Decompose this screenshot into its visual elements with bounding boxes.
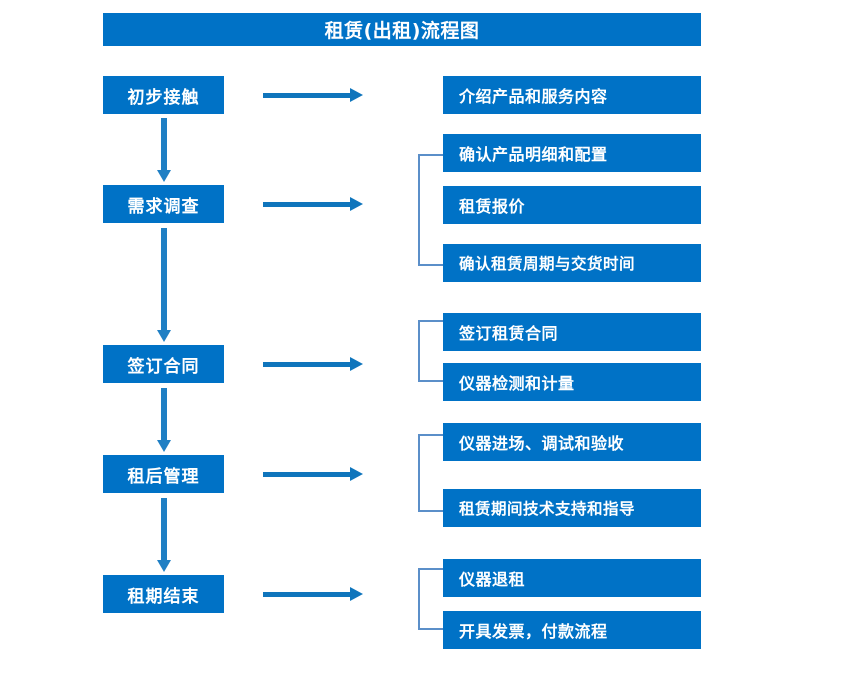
stage-box-5[interactable]: 租期结束	[103, 575, 224, 613]
group-bracket-4	[418, 568, 443, 630]
stage-box-2[interactable]: 需求调查	[103, 185, 224, 223]
arrow-shaft	[161, 388, 167, 440]
detail-box-9[interactable]: 仪器退租	[443, 559, 701, 597]
arrow-head	[350, 467, 363, 481]
horizontal-arrow-3	[263, 357, 363, 371]
horizontal-arrow-5	[263, 587, 363, 601]
arrow-head	[157, 560, 171, 572]
detail-box-10[interactable]: 开具发票，付款流程	[443, 611, 701, 649]
vertical-arrow-2	[157, 228, 171, 342]
detail-box-7[interactable]: 仪器进场、调试和验收	[443, 423, 701, 461]
arrow-head	[350, 197, 363, 211]
group-bracket-2	[418, 320, 443, 382]
page-title: 租赁(出租)流程图	[103, 13, 701, 46]
stage-box-4[interactable]: 租后管理	[103, 455, 224, 493]
horizontal-arrow-4	[263, 467, 363, 481]
horizontal-arrow-1	[263, 88, 363, 102]
group-bracket-3	[418, 434, 443, 512]
arrow-head	[157, 330, 171, 342]
vertical-arrow-1	[157, 118, 171, 182]
horizontal-arrow-2	[263, 197, 363, 211]
arrow-shaft	[263, 472, 351, 477]
detail-box-4[interactable]: 确认租赁周期与交货时间	[443, 244, 701, 282]
arrow-shaft	[161, 498, 167, 560]
arrow-shaft	[263, 93, 351, 98]
detail-box-2[interactable]: 确认产品明细和配置	[443, 134, 701, 172]
arrow-shaft	[161, 228, 167, 330]
detail-box-6[interactable]: 仪器检测和计量	[443, 363, 701, 401]
detail-box-5[interactable]: 签订租赁合同	[443, 313, 701, 351]
detail-box-8[interactable]: 租赁期间技术支持和指导	[443, 489, 701, 527]
group-bracket-1	[418, 154, 443, 266]
vertical-arrow-4	[157, 498, 171, 572]
arrow-shaft	[161, 118, 167, 170]
arrow-head	[350, 88, 363, 102]
arrow-shaft	[263, 362, 351, 367]
arrow-head	[350, 357, 363, 371]
arrow-head	[157, 170, 171, 182]
detail-box-3[interactable]: 租赁报价	[443, 186, 701, 224]
vertical-arrow-3	[157, 388, 171, 452]
stage-box-3[interactable]: 签订合同	[103, 345, 224, 383]
arrow-head	[350, 587, 363, 601]
stage-box-1[interactable]: 初步接触	[103, 76, 224, 114]
arrow-shaft	[263, 202, 351, 207]
detail-box-1[interactable]: 介绍产品和服务内容	[443, 76, 701, 114]
arrow-shaft	[263, 592, 351, 597]
arrow-head	[157, 440, 171, 452]
